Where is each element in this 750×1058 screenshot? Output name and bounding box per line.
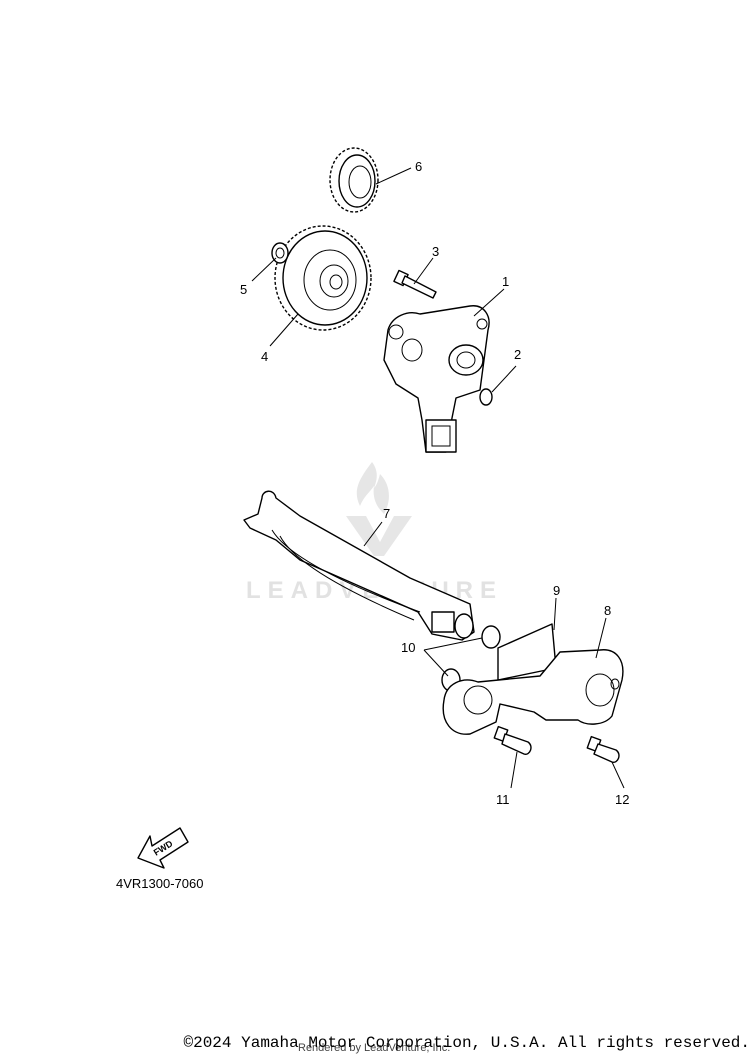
copyright-text: ©2024 Yamaha Motor Corporation, U.S.A. A… xyxy=(183,1034,750,1052)
callout-6: 6 xyxy=(415,159,422,174)
part-4-large-gear xyxy=(274,225,372,331)
callout-10: 10 xyxy=(401,640,415,655)
leader-lines xyxy=(251,167,625,789)
callout-1: 1 xyxy=(502,274,509,289)
part-11-bolt xyxy=(493,725,532,755)
callout-5: 5 xyxy=(240,282,247,297)
part-6-small-gear xyxy=(329,147,379,213)
callout-2: 2 xyxy=(514,347,521,362)
part-3-bolt xyxy=(393,269,437,299)
callout-7: 7 xyxy=(383,506,390,521)
rendered-by-text: Rendered by LeadVenture, Inc. xyxy=(298,1042,451,1054)
callout-3: 3 xyxy=(432,244,439,259)
flame-logo-icon xyxy=(356,462,389,514)
part-7-oil-strainer xyxy=(243,490,475,641)
part-8-oil-pipe xyxy=(442,649,624,735)
part-1-oil-pump xyxy=(383,305,490,453)
callout-11: 11 xyxy=(496,792,510,807)
part-2-o-ring xyxy=(479,388,493,406)
part-12-bolt xyxy=(586,735,620,763)
callout-4: 4 xyxy=(261,349,268,364)
callout-9: 9 xyxy=(553,583,560,598)
callout-8: 8 xyxy=(604,603,611,618)
callout-12: 12 xyxy=(615,792,629,807)
callouts: 6 3 1 5 2 4 7 9 8 10 11 12 xyxy=(240,159,629,807)
diagram-code: 4VR1300-7060 xyxy=(116,876,204,891)
fwd-arrow-icon: FWD xyxy=(137,827,189,869)
